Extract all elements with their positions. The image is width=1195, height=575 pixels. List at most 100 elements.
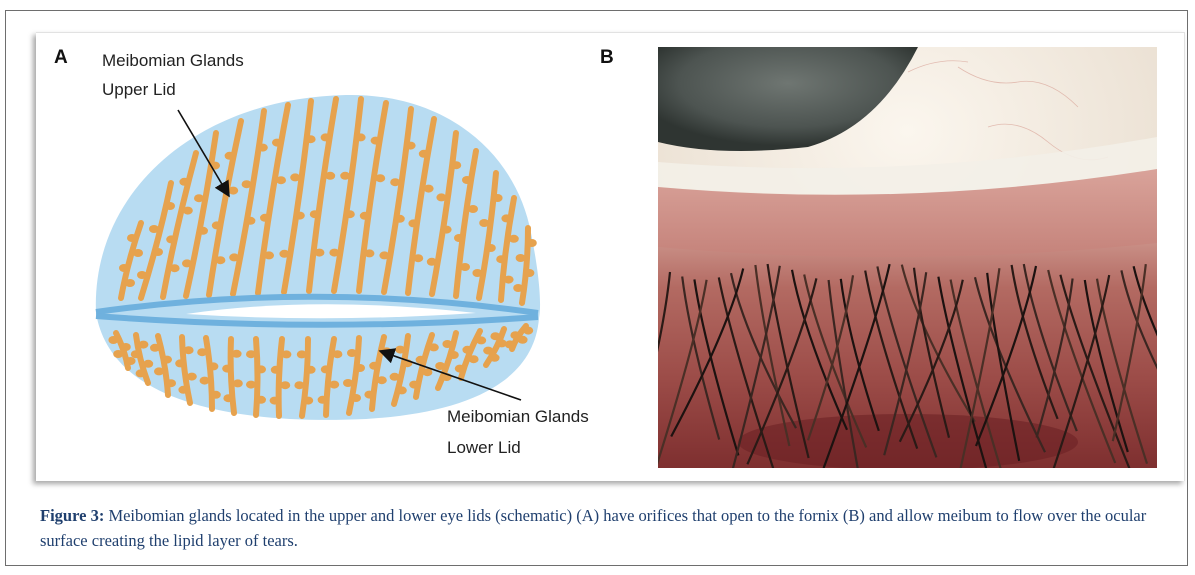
caption-label: Figure 3: [40, 506, 104, 525]
gland-acinus [179, 178, 189, 186]
gland-acinus [325, 172, 335, 180]
gland-acinus [225, 152, 235, 160]
gland-acinus [245, 217, 255, 225]
gland-acinus [505, 340, 515, 348]
gland-acinus [442, 340, 452, 348]
gland-acinus [356, 133, 366, 141]
gland-acinus [360, 212, 370, 220]
gland-acinus [280, 381, 290, 389]
gland-acinus [170, 264, 180, 272]
gland-acinus [490, 354, 500, 362]
gland-acinus [125, 279, 135, 287]
gland-acinus [198, 227, 208, 235]
lower-label-line1: Meibomian Glands [447, 404, 589, 429]
gland-acinus [256, 396, 266, 404]
gland-acinus [329, 381, 339, 389]
gland-acinus [246, 350, 256, 358]
gland-acinus [408, 219, 418, 227]
gland-acinus [397, 386, 407, 394]
gland-acinus [153, 248, 163, 256]
lower-label-line2: Lower Lid [447, 435, 589, 460]
gland-acinus [276, 176, 286, 184]
gland-acinus [256, 365, 266, 373]
gland-acinus [314, 249, 324, 257]
gland-acinus [509, 235, 519, 243]
gland-acinus [133, 249, 143, 257]
gland-acinus [451, 161, 461, 169]
gland-acinus [486, 244, 496, 252]
gland-acinus [222, 365, 232, 373]
gland-acinus [183, 207, 193, 215]
gland-acinus [294, 381, 304, 389]
gland-acinus [136, 369, 146, 377]
gland-acinus [290, 173, 300, 181]
gland-acinus [419, 150, 429, 158]
gland-acinus [493, 194, 503, 202]
gland-acinus [223, 394, 233, 402]
gland-acinus [409, 381, 419, 389]
gland-acinus [379, 251, 389, 259]
gland-acinus [496, 255, 506, 263]
gland-acinus [462, 176, 472, 184]
gland-acinus [127, 234, 137, 242]
gland-acinus [208, 362, 218, 370]
gland-acinus [178, 386, 188, 394]
gland-acinus [184, 346, 194, 354]
gland-acinus [406, 142, 416, 150]
gland-acinus [479, 219, 489, 227]
gland-acinus [455, 365, 465, 373]
gland-acinus [113, 350, 123, 358]
gland-acinus [108, 336, 118, 344]
gland-acinus [395, 346, 405, 354]
gland-acinus [310, 210, 320, 218]
gland-acinus [513, 284, 523, 292]
gland-acinus [462, 346, 472, 354]
gland-acinus [524, 269, 534, 277]
gland-acinus [138, 341, 148, 349]
gland-acinus [343, 379, 353, 387]
gland-acinus [166, 235, 176, 243]
gland-acinus [182, 259, 192, 267]
panel-b-letter: B [600, 47, 614, 69]
gland-acinus [347, 349, 357, 357]
gland-acinus [321, 133, 331, 141]
gland-duct [279, 339, 282, 416]
figure-caption: Figure 3: Meibomian glands located in th… [40, 503, 1170, 553]
gland-acinus [454, 234, 464, 242]
gland-acinus [121, 343, 131, 351]
gland-acinus [246, 381, 256, 389]
gland-acinus [187, 373, 197, 381]
gland-acinus [468, 205, 478, 213]
gland-acinus [436, 193, 446, 201]
gland-acinus [345, 210, 355, 218]
gland-acinus [306, 366, 316, 374]
gland-acinus [165, 202, 175, 210]
gland-acinus [197, 348, 207, 356]
eyelid-photograph [658, 47, 1157, 468]
gland-acinus [233, 379, 243, 387]
gland-acinus [449, 351, 459, 359]
gland-acinus [369, 362, 379, 370]
gland-acinus [377, 376, 387, 384]
gland-acinus [270, 397, 280, 405]
gland-acinus [149, 225, 159, 233]
gland-acinus [364, 391, 374, 399]
gland-acinus [351, 394, 361, 402]
gland-acinus [126, 357, 136, 365]
gland-acinus [260, 214, 270, 222]
gland-acinus [364, 249, 374, 257]
gland-acinus [166, 379, 176, 387]
gland-acinus [460, 263, 470, 271]
gland-acinus [390, 178, 400, 186]
gland-acinus [306, 135, 316, 143]
gland-acinus [371, 137, 381, 145]
gland-acinus [516, 254, 526, 262]
gland-acinus [332, 350, 342, 358]
gland-acinus [279, 250, 289, 258]
gland-duct [256, 339, 258, 415]
gland-acinus [424, 185, 434, 193]
gland-acinus [271, 366, 281, 374]
gland-acinus [229, 253, 239, 261]
gland-acinus [413, 254, 423, 262]
gland-acinus [321, 365, 331, 373]
